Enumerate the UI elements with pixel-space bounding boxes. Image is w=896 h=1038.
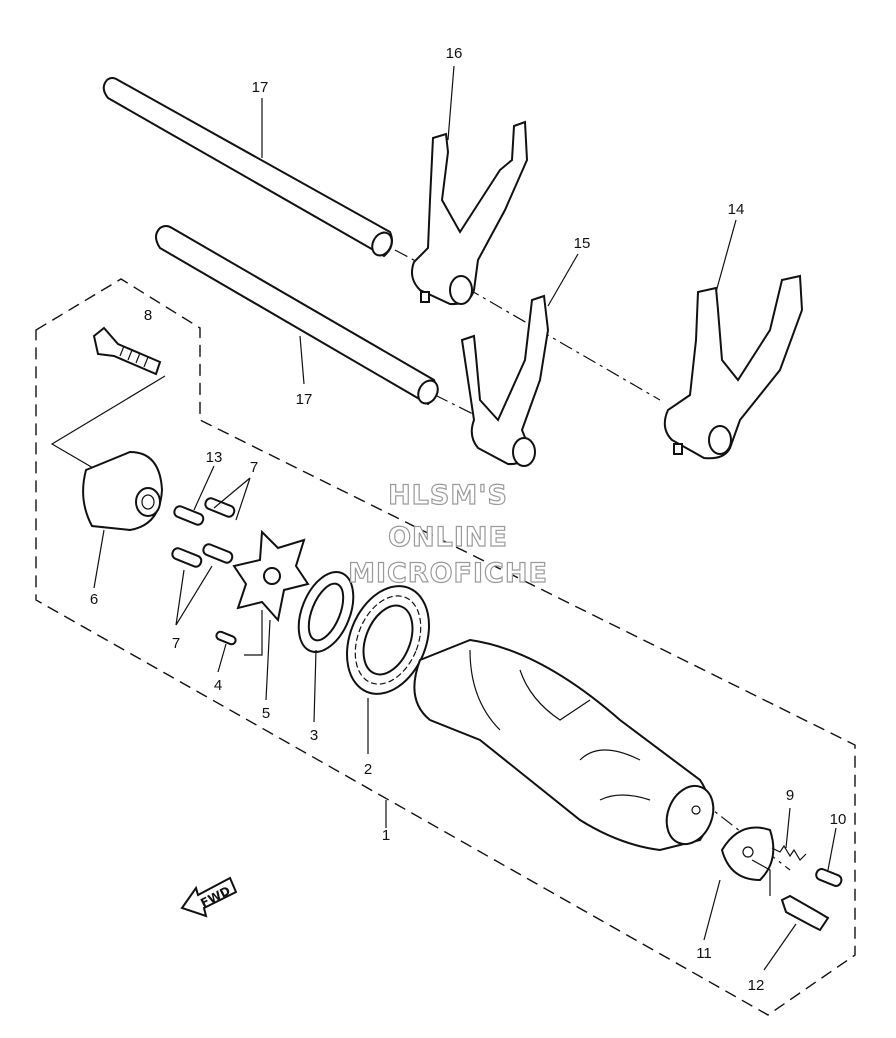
part-label-10: 10 [830, 811, 847, 828]
shift-fork-16 [411, 120, 529, 306]
screw-12 [780, 894, 830, 932]
part-label-14: 14 [728, 201, 745, 218]
leader-6 [93, 529, 105, 589]
leader-7-lower [175, 565, 213, 626]
part-label-3: 3 [310, 727, 318, 744]
part-label-2: 2 [364, 761, 372, 778]
guide-bar-upper [102, 77, 393, 258]
pins-7-13 [171, 497, 236, 568]
watermark: HLSM'S ONLINE MICROFICHE [347, 479, 548, 589]
part-label-15: 15 [574, 235, 591, 252]
part-label-17-lower: 17 [296, 391, 313, 408]
stopper-plate-5 [232, 529, 310, 623]
part-label-6: 6 [90, 591, 98, 608]
shift-fork-14 [663, 274, 804, 460]
part-label-7-upper: 7 [250, 459, 258, 476]
part-label-9: 9 [786, 787, 794, 804]
part-label-13: 13 [206, 449, 223, 466]
part-label-16: 16 [446, 45, 463, 62]
leader-14 [715, 219, 737, 293]
assembly-boundary [35, 278, 856, 1016]
leader-3 [313, 649, 317, 723]
leader-5 [265, 619, 271, 701]
leader-13 [193, 465, 215, 511]
part-label-5: 5 [262, 705, 270, 722]
part-label-7-lower: 7 [172, 635, 180, 652]
pin-10 [815, 868, 843, 887]
leader-10 [827, 827, 837, 871]
leader-16 [447, 65, 455, 141]
watermark-line-1: HLSM'S [388, 480, 508, 511]
leader-9 [785, 807, 791, 849]
guide-bar-lower [155, 225, 439, 406]
fwd-arrow-icon: FWD [180, 876, 238, 918]
part-label-4: 4 [214, 677, 222, 694]
part-label-17-upper: 17 [252, 79, 269, 96]
bearing-2 [345, 585, 431, 695]
spring-9 [771, 844, 807, 861]
washer-3 [297, 571, 355, 653]
leader-12 [763, 923, 797, 971]
shift-cam-1 [413, 638, 715, 852]
plate-11 [720, 826, 775, 882]
leader-11 [703, 879, 721, 941]
leader-15 [547, 253, 579, 307]
part-label-12: 12 [748, 977, 765, 994]
watermark-line-2: ONLINE [388, 522, 508, 553]
part-label-1: 1 [382, 827, 390, 844]
leader-11-bracket [751, 859, 771, 896]
watermark-line-3: MICROFICHE [348, 558, 548, 589]
leader-17-lower [299, 335, 305, 385]
screw-8 [92, 326, 162, 376]
part-label-11: 11 [696, 945, 712, 962]
segment-6 [82, 450, 164, 532]
leader-4 [217, 643, 227, 673]
part-label-8: 8 [144, 307, 152, 324]
pin-4 [215, 630, 237, 646]
part-labels: 16 17 14 15 8 17 13 7 6 7 4 5 3 2 1 9 10… [90, 45, 847, 994]
leader-4-bracket [244, 610, 263, 656]
shift-fork-15 [460, 294, 550, 467]
leader-8 [50, 375, 166, 473]
leader-7-upper [213, 477, 251, 521]
